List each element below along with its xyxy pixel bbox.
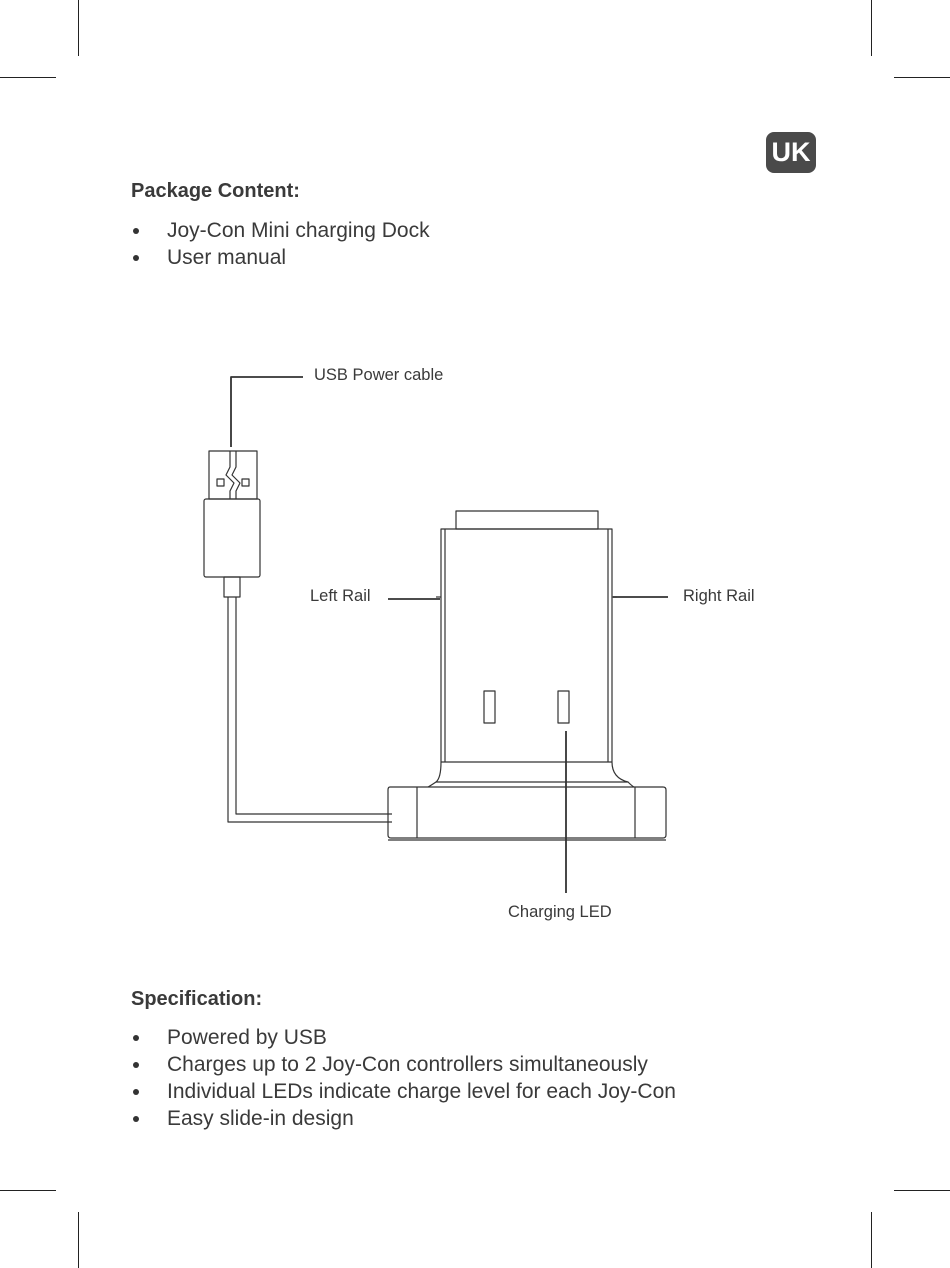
led-right-icon [557, 690, 570, 724]
list-item: Joy-Con Mini charging Dock [131, 217, 430, 244]
language-badge: UK [766, 132, 816, 173]
crop-mark-bottom-left-vertical [78, 1212, 79, 1268]
list-item: Powered by USB [131, 1024, 676, 1051]
dock-base [387, 786, 667, 841]
package-content-list: Joy-Con Mini charging Dock User manual [131, 217, 430, 271]
crop-mark-top-right-vertical [871, 0, 872, 56]
list-item: Individual LEDs indicate charge level fo… [131, 1078, 676, 1105]
crop-mark-bottom-left-horizontal [0, 1190, 56, 1191]
crop-mark-top-right-horizontal [894, 77, 950, 78]
list-item: Easy slide-in design [131, 1105, 676, 1132]
usb-plug-icon [203, 450, 261, 598]
crop-mark-bottom-right-vertical [871, 1212, 872, 1268]
usb-cable-leader-line [230, 376, 303, 447]
crop-mark-bottom-right-horizontal [894, 1190, 950, 1191]
led-left-icon [483, 690, 496, 724]
usb-power-cable-label: USB Power cable [314, 366, 444, 384]
list-item: User manual [131, 244, 430, 271]
specification-list: Powered by USB Charges up to 2 Joy-Con c… [131, 1024, 676, 1132]
left-rail-label: Left Rail [310, 587, 371, 605]
crop-mark-top-left-horizontal [0, 77, 56, 78]
right-rail-label: Right Rail [683, 587, 755, 605]
package-content-heading: Package Content: [131, 180, 300, 202]
usb-cable [227, 597, 392, 823]
dock-tower [427, 510, 635, 788]
crop-mark-top-left-vertical [78, 0, 79, 56]
specification-heading: Specification: [131, 988, 263, 1010]
list-item: Charges up to 2 Joy-Con controllers simu… [131, 1051, 676, 1078]
charging-led-label: Charging LED [508, 903, 612, 921]
